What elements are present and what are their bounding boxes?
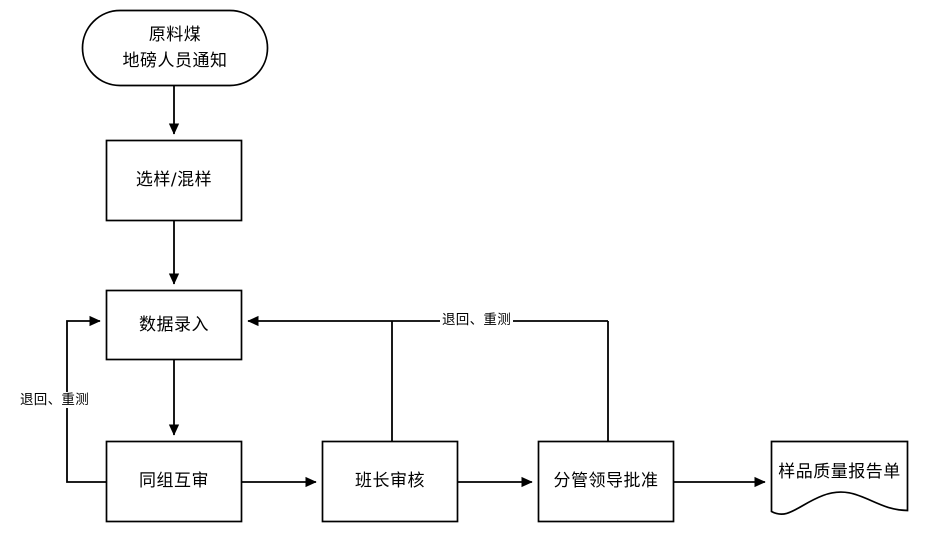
node-manager-approve-shape: [537, 440, 675, 523]
edge-label-left-return-text: 退回、重测: [20, 392, 89, 408]
node-sampling-shape: [105, 139, 243, 222]
node-data-entry-shape: [105, 289, 243, 361]
node-report-shape: [770, 440, 909, 515]
node-start-shape: [81, 9, 269, 87]
edge-label-left-return: 退回、重测: [18, 392, 91, 409]
edge-label-right-return: 退回、重测: [440, 312, 513, 329]
node-leader-check-shape: [321, 440, 459, 523]
edge-label-right-return-text: 退回、重测: [442, 312, 511, 328]
node-peer-review-shape: [105, 440, 243, 523]
